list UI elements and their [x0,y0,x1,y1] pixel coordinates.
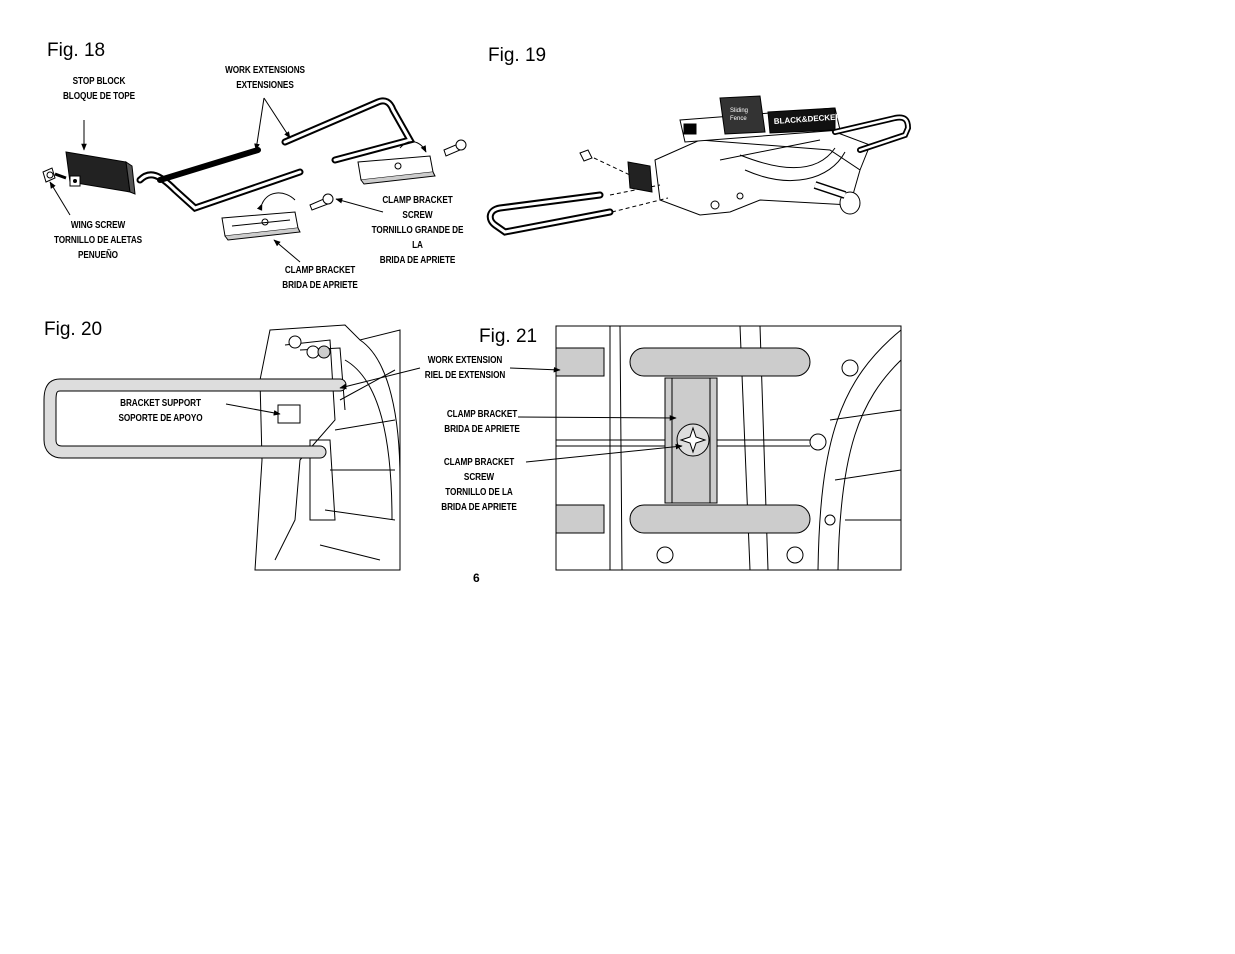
fig18-clamp-bracket-screw-label: CLAMP BRACKET SCREW TORNILLO GRANDE DE L… [371,195,464,266]
fig18-drawing [42,97,467,263]
fig18-clamp-bracket-label: CLAMP BRACKET BRIDA DE APRIETE [282,265,358,291]
fig19-title: Fig. 19 [488,45,547,66]
fig18-title: Fig. 18 [47,40,106,61]
fig20-title: Fig. 20 [44,319,103,340]
clamp-screw-part [309,139,467,211]
fig21-clamp-bracket-label: CLAMP BRACKET BRIDA DE APRIETE [444,409,520,435]
stop-block-part [65,151,136,195]
fig21-drawing [509,325,902,571]
fence-label-line2: Fence [730,116,747,122]
fig19-drawing: BLACK&DECKER Sliding Fence [486,95,912,236]
fig21-title: Fig. 21 [479,326,538,347]
page-number: 6 [473,571,480,585]
wing-screw-part [42,167,67,183]
wing-screw-label: WING SCREW TORNILLO DE ALETAS PENUEÑO [53,220,143,261]
clamp-bracket-part-lower [221,211,301,241]
stop-block-label: STOP BLOCK BLOQUE DE TOPE [62,76,136,102]
work-extensions-label: WORK EXTENSIONS EXTENSIONES [225,65,305,91]
fig20-drawing [43,324,421,571]
bracket-support-label: BRACKET SUPPORT SOPORTE DE APOYO [118,398,203,424]
miter-saw-part [654,95,871,216]
fig21-clamp-bracket-screw-label: CLAMP BRACKET SCREW TORNILLO DE LA BRIDA… [441,457,517,513]
work-extension-label: WORK EXTENSION RIEL DE EXTENSION [424,355,506,381]
fence-label-line1: Sliding [730,108,748,114]
clamp-bracket-part-upper [357,155,436,185]
